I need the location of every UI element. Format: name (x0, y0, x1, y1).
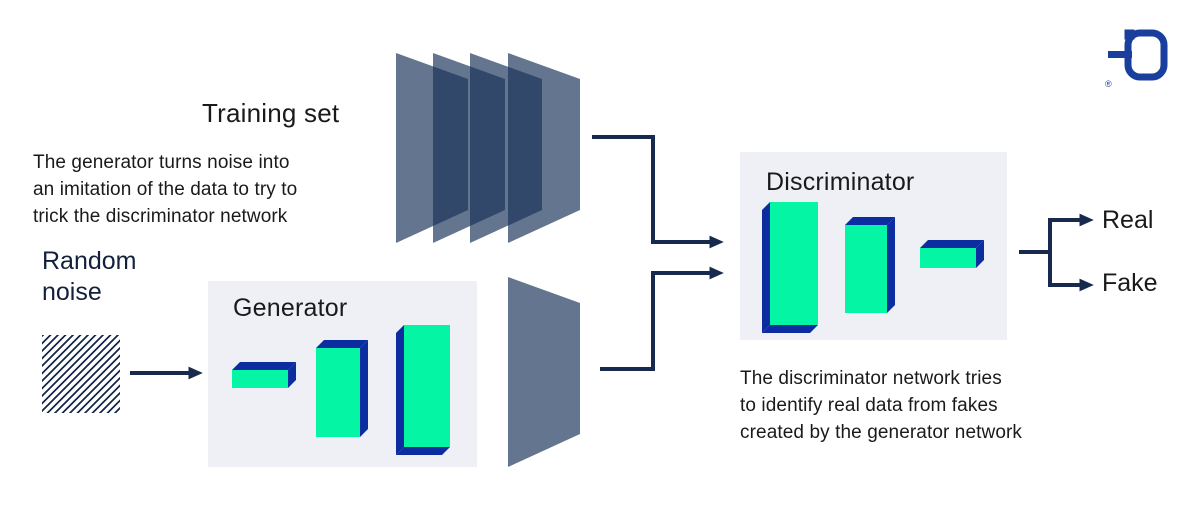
generator-bar-tall (404, 325, 450, 447)
generator-bars (232, 325, 450, 455)
generator-note-line: an imitation of the data to try to (33, 179, 298, 200)
discriminator-bar-medium (845, 225, 887, 313)
discriminator-bar-tall (770, 202, 818, 325)
bar-right-face (360, 340, 368, 437)
random-noise-line: Random (42, 247, 137, 275)
logo-corner (1124, 29, 1135, 40)
discriminator-title: Discriminator (766, 168, 915, 196)
brand-logo-icon: ® (1105, 29, 1168, 89)
discriminator-note: The discriminator network tries to ident… (740, 365, 1022, 446)
generator-box: Generator (208, 281, 477, 467)
discriminator-note-line: to identify real data from fakes (740, 395, 998, 416)
bar-right-face (976, 240, 984, 268)
registered-trademark-mark: ® (1105, 79, 1112, 89)
bar-top-face (920, 240, 984, 248)
generator-title: Generator (233, 294, 348, 322)
bar-bottom-face (762, 325, 818, 333)
training-set-sheets (396, 53, 580, 243)
discriminator-note-line: created by the generator network (740, 422, 1023, 443)
bar-right-face (887, 217, 895, 313)
generated-image-sheet (508, 277, 580, 467)
real-label: Real (1102, 206, 1154, 234)
generator-bar-small (232, 370, 288, 388)
bar-top-face (232, 362, 296, 370)
generator-note-line: trick the discriminator network (33, 206, 288, 227)
logo-d-outline (1124, 29, 1168, 81)
fake-label: Fake (1102, 269, 1158, 297)
bar-left-face (762, 202, 770, 333)
training-sheet (508, 53, 580, 243)
discriminator-box: Discriminator (740, 152, 1007, 340)
generator-bar-medium (316, 348, 360, 437)
random-noise-label: Random noise (42, 246, 137, 308)
discriminator-bars (762, 202, 984, 333)
bar-top-face (316, 340, 368, 348)
training-set-label: Training set (202, 98, 340, 128)
generator-note-line: The generator turns noise into (33, 152, 290, 173)
discriminator-bar-short (920, 248, 976, 268)
bar-left-face (396, 325, 404, 455)
noise-square (42, 335, 120, 413)
logo-dash (1108, 51, 1132, 58)
generator-note: The generator turns noise into an imitat… (33, 149, 297, 230)
bar-right-face (288, 362, 296, 388)
arrow-trainingset-to-discriminator (592, 135, 724, 249)
random-noise-line: noise (42, 278, 102, 306)
bar-top-face (845, 217, 895, 225)
arrow-generator-to-discriminator (600, 266, 724, 371)
discriminator-note-line: The discriminator network tries (740, 368, 1002, 389)
bar-bottom-face (396, 447, 450, 455)
